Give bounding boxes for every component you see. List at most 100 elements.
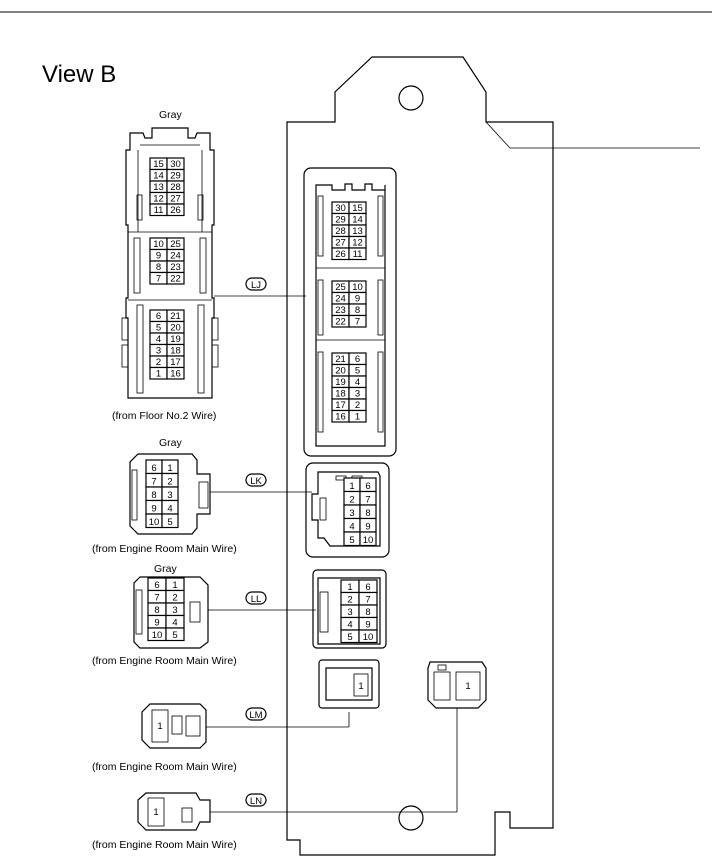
pin-number: 7 bbox=[156, 274, 161, 285]
pin-number: 6 bbox=[365, 582, 370, 593]
pin-number: 4 bbox=[156, 334, 161, 345]
pin-number: 21 bbox=[170, 311, 181, 322]
pin-cell bbox=[166, 366, 185, 380]
pin-number: 8 bbox=[365, 607, 370, 618]
pin-number: 8 bbox=[154, 605, 159, 616]
connector-ll-block bbox=[312, 569, 387, 649]
pin-number: 3 bbox=[156, 346, 161, 357]
pin-number: 24 bbox=[335, 294, 346, 305]
pin-number: 18 bbox=[170, 346, 181, 357]
connector-lm-block bbox=[318, 659, 380, 709]
pin-number: 1 bbox=[355, 412, 360, 423]
pin-number: 20 bbox=[335, 366, 346, 377]
pin-number: 5 bbox=[167, 517, 172, 528]
pin-number: 30 bbox=[170, 159, 181, 170]
pin-number: 2 bbox=[355, 400, 360, 411]
pin-number: 3 bbox=[347, 607, 352, 618]
pin-cell bbox=[166, 271, 185, 285]
pin-number: 26 bbox=[170, 205, 181, 216]
connector-ln-block-pin: 1 bbox=[465, 681, 470, 692]
pin-number: 12 bbox=[352, 238, 363, 249]
svg-text:LL: LL bbox=[251, 594, 262, 605]
svg-text:LJ: LJ bbox=[251, 280, 261, 291]
pin-cell bbox=[358, 629, 378, 644]
pin-number: 6 bbox=[151, 463, 156, 474]
pin-number: 30 bbox=[335, 203, 346, 214]
pin-number: 27 bbox=[335, 238, 346, 249]
connector-lm-source-label: (from Engine Room Main Wire) bbox=[92, 761, 237, 773]
pin-number: 2 bbox=[349, 495, 354, 506]
pin-number: 5 bbox=[156, 323, 161, 334]
pin-number: 11 bbox=[353, 249, 363, 260]
pin-number: 9 bbox=[355, 294, 360, 305]
pin-number: 8 bbox=[365, 508, 370, 519]
pin-number: 2 bbox=[167, 477, 172, 488]
pin-cell bbox=[348, 314, 367, 328]
pin-number: 19 bbox=[170, 334, 181, 345]
connector-ll-harness: Gray bbox=[133, 563, 209, 649]
connector-lm-block-pin: 1 bbox=[358, 681, 363, 692]
pin-number: 16 bbox=[170, 369, 181, 380]
pin-number: 4 bbox=[167, 504, 172, 515]
connector-ll-color-label: Gray bbox=[154, 563, 178, 575]
svg-text:LK: LK bbox=[250, 476, 262, 487]
pin-number: 7 bbox=[365, 595, 370, 606]
svg-text:LN: LN bbox=[250, 796, 262, 807]
pin-number: 8 bbox=[156, 262, 161, 273]
pin-cell bbox=[161, 513, 179, 529]
pin-number: 9 bbox=[365, 620, 370, 631]
pin-cell bbox=[166, 203, 185, 217]
pin-number: 10 bbox=[352, 282, 363, 293]
pin-number: 17 bbox=[170, 357, 181, 368]
pin-cell bbox=[348, 409, 367, 423]
pin-number: 18 bbox=[335, 389, 346, 400]
pin-number: 3 bbox=[172, 605, 177, 616]
pin-number: 1 bbox=[347, 582, 352, 593]
pin-number: 6 bbox=[154, 580, 159, 591]
pin-number: 10 bbox=[363, 535, 374, 546]
connector-ln-harness-pin: 1 bbox=[153, 807, 158, 818]
pin-number: 14 bbox=[153, 171, 164, 182]
pin-number: 22 bbox=[335, 317, 346, 328]
mounting-hole-top bbox=[398, 85, 424, 111]
pin-number: 7 bbox=[355, 317, 360, 328]
pin-number: 8 bbox=[151, 490, 156, 501]
pin-number: 24 bbox=[170, 251, 181, 262]
pin-number: 9 bbox=[365, 522, 370, 533]
pin-number: 25 bbox=[170, 239, 181, 250]
pin-number: 10 bbox=[363, 632, 374, 643]
pin-number: 3 bbox=[167, 490, 172, 501]
pin-number: 17 bbox=[335, 400, 346, 411]
pin-number: 4 bbox=[172, 618, 177, 629]
pin-number: 10 bbox=[152, 630, 163, 641]
pin-number: 2 bbox=[156, 357, 161, 368]
pin-number: 19 bbox=[335, 377, 346, 388]
pin-number: 5 bbox=[349, 535, 354, 546]
pin-number: 4 bbox=[347, 620, 352, 631]
connector-lj-color-label: Gray bbox=[159, 109, 183, 121]
pin-number: 5 bbox=[355, 366, 360, 377]
pin-number: 1 bbox=[156, 369, 161, 380]
pin-number: 27 bbox=[170, 194, 181, 205]
pin-number: 22 bbox=[170, 274, 181, 285]
pin-number: 9 bbox=[151, 504, 156, 515]
pin-number: 29 bbox=[170, 171, 181, 182]
pin-cell bbox=[165, 627, 185, 642]
pin-number: 3 bbox=[349, 508, 354, 519]
connector-lm-code-badge: LM bbox=[245, 707, 267, 721]
pin-number: 4 bbox=[355, 377, 360, 388]
pin-number: 1 bbox=[349, 481, 354, 492]
pin-number: 14 bbox=[352, 215, 363, 226]
pin-number: 25 bbox=[335, 282, 346, 293]
pin-number: 5 bbox=[172, 630, 177, 641]
pin-number: 11 bbox=[154, 205, 164, 216]
pin-number: 26 bbox=[335, 249, 346, 260]
connector-ln-code-badge: LN bbox=[245, 793, 267, 807]
connector-lk-harness: Gray bbox=[129, 437, 211, 535]
